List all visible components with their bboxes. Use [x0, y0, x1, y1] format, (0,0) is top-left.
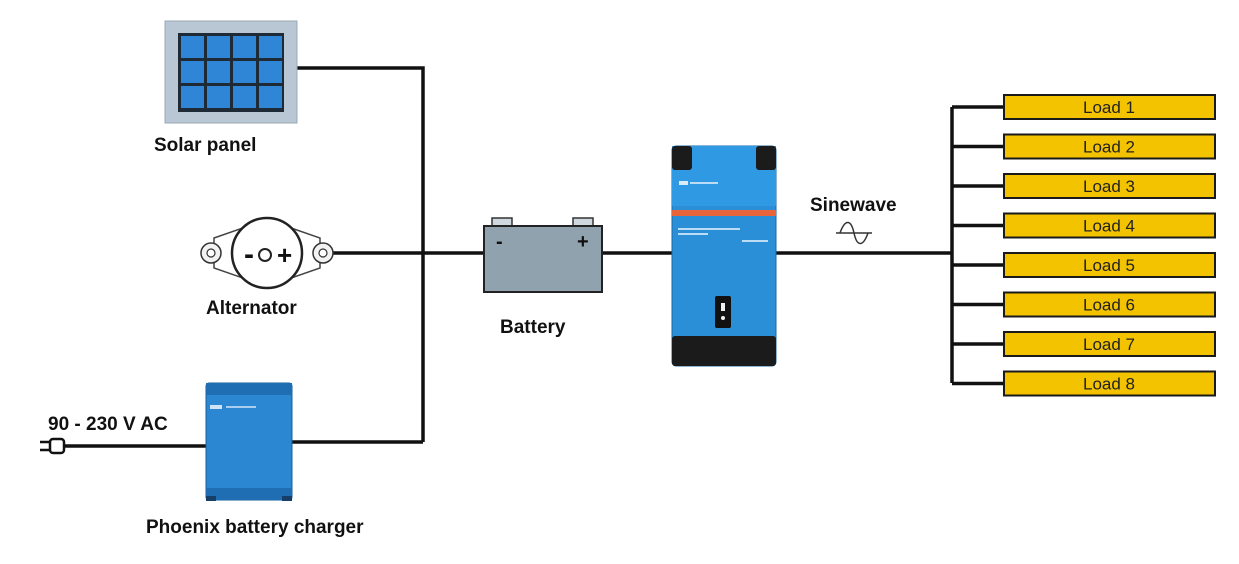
- load-label: Load 8: [1083, 375, 1135, 394]
- alternator-label: Alternator: [206, 298, 297, 319]
- load-label: Load 4: [1083, 217, 1135, 236]
- load-box: [1003, 370, 1216, 397]
- wiring: [64, 66, 954, 448]
- solar-cell: [233, 86, 256, 108]
- inverter: [671, 145, 777, 367]
- solar-cell: [181, 86, 204, 108]
- load-label: Load 5: [1083, 256, 1135, 275]
- load-label: Load 2: [1083, 138, 1135, 157]
- solar-cell: [207, 36, 230, 58]
- ac-input-label: 90 - 230 V AC: [48, 414, 168, 435]
- solar-cell: [259, 36, 282, 58]
- load-box: [1003, 252, 1216, 278]
- loads: Load 1 Load 2 Load 3 Load 4 Load 5 Load 6 Load…: [1003, 94, 1216, 397]
- sinewave-label: Sinewave: [810, 195, 897, 216]
- solar-cell: [181, 36, 204, 58]
- load-box: [1003, 133, 1216, 160]
- load-item: Load 6: [1003, 291, 1216, 318]
- solar-panel: [164, 20, 298, 124]
- battery-label: Battery: [500, 317, 566, 338]
- load-item: Load 5: [1003, 252, 1216, 278]
- load-item: Load 3: [1003, 173, 1216, 199]
- load-box: [1003, 173, 1216, 199]
- load-label: Load 7: [1083, 335, 1135, 354]
- battery-charger: [205, 382, 293, 501]
- load-box: [1003, 212, 1216, 239]
- load-item: Load 2: [1003, 133, 1216, 160]
- ac-plug-icon: [40, 437, 66, 455]
- solar-cells: [181, 36, 282, 108]
- alternator-minus-symbol: -: [244, 238, 254, 271]
- load-label: Load 3: [1083, 177, 1135, 196]
- load-item: Load 4: [1003, 212, 1216, 239]
- load-box: [1003, 94, 1216, 120]
- solar-cell: [207, 86, 230, 108]
- load-label: Load 1: [1083, 98, 1135, 117]
- alternator: - +: [200, 216, 334, 290]
- solar-cell: [207, 61, 230, 83]
- load-item: Load 8: [1003, 370, 1216, 397]
- solar-cell: [233, 36, 256, 58]
- solar-cell: [181, 61, 204, 83]
- load-item: Load 7: [1003, 331, 1216, 357]
- alternator-plus-symbol: +: [277, 240, 292, 270]
- solar-wire: [297, 66, 425, 442]
- load-item: Load 1: [1003, 94, 1216, 120]
- solar-cell: [233, 61, 256, 83]
- load-box: [1003, 291, 1216, 318]
- load-box: [1003, 331, 1216, 357]
- battery-plus-symbol: +: [577, 231, 589, 253]
- battery-minus-symbol: -: [496, 231, 503, 253]
- sine-wave-icon: [836, 221, 872, 245]
- battery: - +: [483, 217, 603, 293]
- load-branches: [952, 105, 1004, 386]
- solar-cell: [259, 61, 282, 83]
- charger-label: Phoenix battery charger: [146, 517, 364, 538]
- load-label: Load 6: [1083, 296, 1135, 315]
- solar-cell: [259, 86, 282, 108]
- solar-panel-label: Solar panel: [154, 135, 256, 156]
